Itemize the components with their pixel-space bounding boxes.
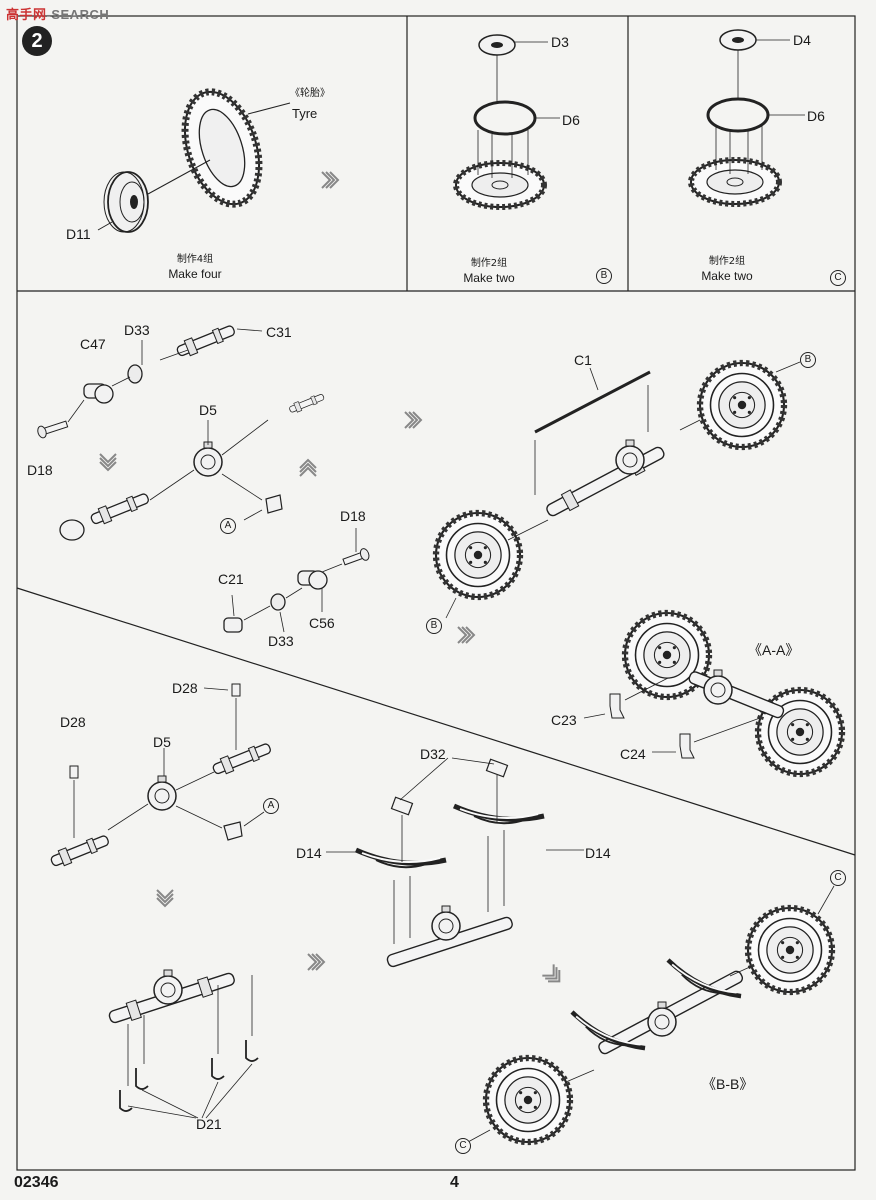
part-label-c1: C1: [574, 352, 592, 368]
part-label-d3: D3: [551, 34, 569, 50]
marker-b-assembly-top: B: [800, 352, 816, 368]
tyre-label-en: Tyre: [292, 106, 318, 121]
step-number-badge: 2: [22, 26, 52, 56]
part-label-d28-top: D28: [172, 680, 198, 696]
view-aa-title: 《A-A》: [748, 642, 800, 658]
part-label-d14-right: D14: [585, 845, 611, 861]
marker-c-panel: C: [830, 270, 846, 286]
part-label-d5-rear: D5: [153, 734, 171, 750]
panel1-caption: 制作4组 Make four: [160, 252, 230, 282]
footer-product-code: 02346: [14, 1174, 59, 1191]
marker-c-top: C: [830, 870, 846, 886]
part-label-d14-left: D14: [296, 845, 322, 861]
marker-a-front: A: [220, 518, 236, 534]
part-label-d6-b: D6: [562, 112, 580, 128]
panel3-caption-cn: 制作2组: [708, 256, 746, 267]
part-label-d21: D21: [196, 1116, 222, 1132]
panel1-caption-cn: 制作4组: [176, 254, 214, 265]
part-label-d4: D4: [793, 32, 811, 48]
part-label-c23: C23: [551, 712, 577, 728]
part-label-c47: C47: [80, 336, 106, 352]
site-watermark: 高手网-SEARCH: [6, 4, 109, 23]
part-label-d33-bottom: D33: [268, 633, 294, 649]
footer-page-number: 4: [450, 1174, 459, 1191]
panel2-caption-en: Make two: [463, 271, 515, 285]
panel2-caption-cn: 制作2组: [470, 258, 508, 269]
part-label-c56: C56: [309, 615, 335, 631]
tyre-label-cn: 《轮胎》: [290, 88, 330, 99]
view-bb-title: 《B-B》: [702, 1076, 754, 1092]
marker-a-rear: A: [263, 798, 279, 814]
part-label-d28-left: D28: [60, 714, 86, 730]
part-label-d18-left: D18: [27, 462, 53, 478]
watermark-brand: 高手网: [6, 7, 47, 22]
part-label-c21: C21: [218, 571, 244, 587]
part-label-d32: D32: [420, 746, 446, 762]
marker-b-assembly-bottom: B: [426, 618, 442, 634]
part-label-d5-front: D5: [199, 402, 217, 418]
panel3-caption: 制作2组 Make two: [692, 254, 762, 284]
panel3-caption-en: Make two: [701, 269, 753, 283]
marker-c-bottom: C: [455, 1138, 471, 1154]
part-label-c31: C31: [266, 324, 292, 340]
marker-b-panel: B: [596, 268, 612, 284]
watermark-suffix: -SEARCH: [46, 7, 110, 22]
panel1-caption-en: Make four: [168, 267, 222, 281]
part-label-d6-c: D6: [807, 108, 825, 124]
part-label-d11: D11: [66, 226, 91, 242]
panel2-caption: 制作2组 Make two: [454, 256, 524, 286]
part-label-d18-right: D18: [340, 508, 366, 524]
part-label-c24: C24: [620, 746, 646, 762]
part-label-d33-top: D33: [124, 322, 150, 338]
